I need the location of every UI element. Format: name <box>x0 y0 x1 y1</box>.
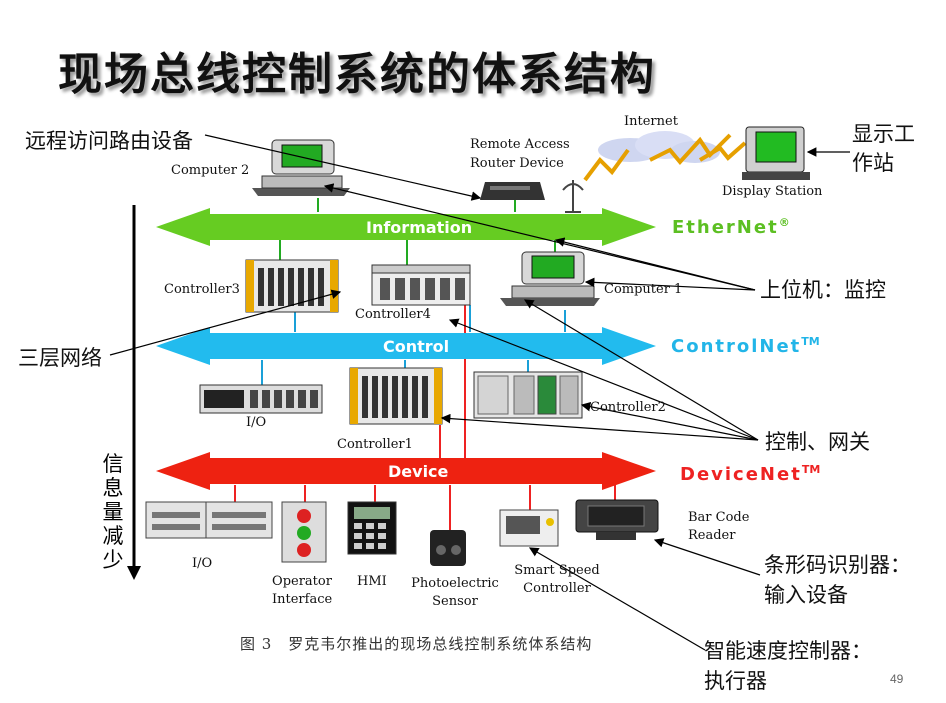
display-station-label: Display Station <box>722 184 823 199</box>
io-module-top-icon <box>199 384 323 414</box>
io-top-label: I/O <box>246 415 267 430</box>
internet-cloud-icon <box>583 131 747 182</box>
router-icon <box>480 182 545 200</box>
smart-speed-controller-icon <box>499 509 559 547</box>
remote-access-annotation: 远程访问路由设备 <box>25 129 193 153</box>
barcode-reader-icon <box>575 499 659 540</box>
devicenet-label: DeviceNetTM <box>680 463 821 485</box>
controller1-label: Controller1 <box>337 437 413 452</box>
info-decrease-annotation: 信息量减少 <box>102 452 124 572</box>
device-band <box>156 452 656 490</box>
ethernet-label: EtherNet® <box>672 216 790 238</box>
operator-interface-label: Operator Interface <box>272 574 333 607</box>
hmi-icon <box>347 501 397 555</box>
controller3-label: Controller3 <box>164 282 240 297</box>
controlnet-label: ControlNetTM <box>671 335 820 357</box>
hmi-label: HMI <box>357 574 387 589</box>
display-station-icon <box>742 126 810 180</box>
controller2-icon <box>473 371 583 419</box>
smart-speed-label: Smart Speed Controller <box>514 563 600 596</box>
photo-sensor-label: Photoelectric Sensor <box>411 576 499 609</box>
computer2-label: Computer 2 <box>171 163 250 178</box>
computer1-label: Computer 1 <box>604 282 683 297</box>
figure-caption: 图 3 罗克韦尔推出的现场总线控制系统体系结构 <box>240 635 593 653</box>
three-layer-annotation: 三层网络 <box>18 346 102 370</box>
controller3-icon <box>245 259 339 313</box>
page-number: 49 <box>890 672 904 686</box>
antenna-icon <box>562 180 584 213</box>
control-band-label: Control <box>383 337 450 356</box>
barcode-annotation: 条形码识别器：输入设备 <box>764 553 911 607</box>
controller1-icon <box>349 367 443 425</box>
router-label: Remote Access Router Device <box>470 137 570 171</box>
barcode-label: Bar Code Reader <box>688 510 750 543</box>
information-band-label: Information <box>366 218 473 237</box>
internet-label: Internet <box>624 114 678 129</box>
operator-interface-icon <box>281 501 327 563</box>
io-module-bottom-icon <box>145 501 273 539</box>
slide-title: 现场总线控制系统的体系结构 <box>58 49 656 100</box>
device-band-label: Device <box>388 462 449 481</box>
controller4-label: Controller4 <box>355 307 431 322</box>
host-monitor-annotation: 上位机：监控 <box>760 278 886 302</box>
control-gateway-annotation: 控制、网关 <box>765 430 870 454</box>
control-band <box>156 327 656 365</box>
io-bottom-label: I/O <box>192 556 213 571</box>
photoelectric-sensor-icon <box>430 530 466 566</box>
information-band <box>156 208 656 246</box>
display-workstation-annotation: 显示工作站 <box>852 122 915 175</box>
controller4-icon <box>371 264 471 306</box>
computer1-icon <box>500 251 600 306</box>
computer2-icon <box>252 139 350 196</box>
smart-speed-annotation: 智能速度控制器：执行器 <box>704 639 872 693</box>
controller2-label: Controller2 <box>590 400 666 415</box>
